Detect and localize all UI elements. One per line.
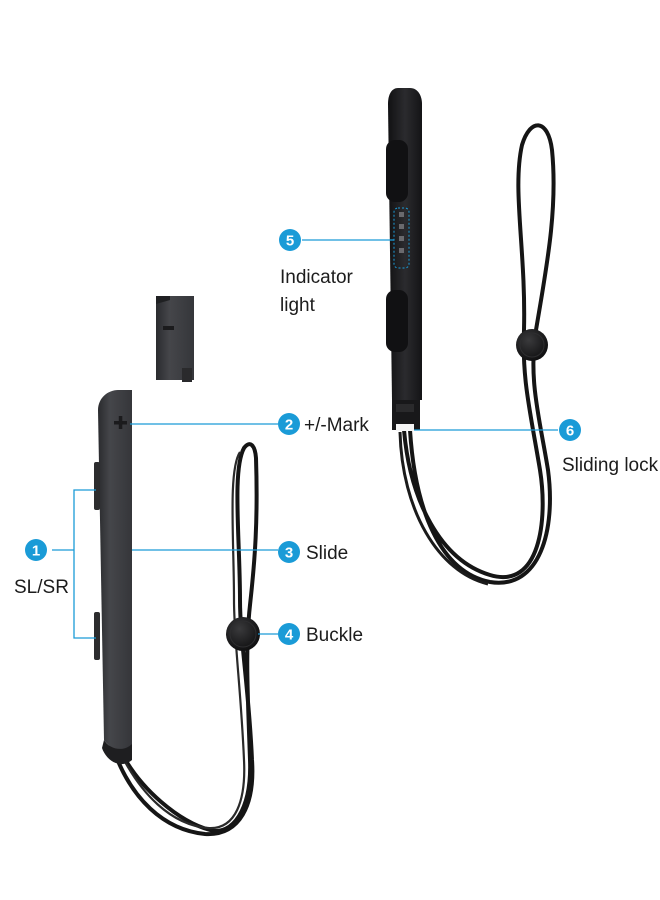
callout-lines <box>52 239 558 639</box>
callout-6-badge <box>559 419 581 441</box>
callout-1-number: 1 <box>32 543 40 560</box>
left-wrist-cord <box>110 442 259 837</box>
right-buckle <box>516 329 548 361</box>
right-wrist-cord <box>398 123 556 586</box>
joycon-rail-cap <box>156 296 194 382</box>
left-strap-assembly <box>94 296 260 837</box>
sr-button <box>94 612 100 660</box>
callout-6-label: Sliding lock <box>562 455 659 476</box>
callout-2-number: 2 <box>285 417 293 434</box>
sl-button-right <box>386 140 408 202</box>
callout-3-number: 3 <box>285 545 293 562</box>
callout-6: 6 Sliding lock <box>559 419 659 476</box>
callout-1-bracket <box>73 489 96 639</box>
callout-5: 5 Indicator light <box>279 229 354 316</box>
callout-5-badge <box>279 229 301 251</box>
plus-icon <box>114 416 127 429</box>
callout-2: 2 +/-Mark <box>278 413 369 436</box>
callout-4-number: 4 <box>285 627 294 644</box>
callout-4: 4 Buckle <box>278 623 363 646</box>
indicator-light <box>393 207 410 269</box>
callout-2-label: +/-Mark <box>304 415 369 436</box>
callout-2-badge <box>278 413 300 435</box>
callout-1: 1 SL/SR <box>14 539 69 598</box>
sliding-lock <box>392 400 420 431</box>
callout-5-number: 5 <box>286 233 294 250</box>
left-slide-body <box>94 390 132 765</box>
callout-1-badge <box>25 539 47 561</box>
callout-4-badge <box>278 623 300 645</box>
right-strap-assembly <box>386 88 556 586</box>
sr-button-right <box>386 290 408 352</box>
callout-5-label: Indicator <box>280 267 354 288</box>
callout-4-label: Buckle <box>306 625 363 646</box>
callout-3: 3 Slide <box>278 541 348 564</box>
callout-6-number: 6 <box>566 423 574 440</box>
callout-5-label-line2: light <box>280 295 316 316</box>
callout-3-label: Slide <box>306 543 348 564</box>
right-rail-body <box>386 88 422 431</box>
callout-1-label: SL/SR <box>14 577 69 598</box>
minus-icon <box>163 326 174 330</box>
sl-button <box>94 462 100 510</box>
callout-3-badge <box>278 541 300 563</box>
left-buckle <box>226 617 260 651</box>
